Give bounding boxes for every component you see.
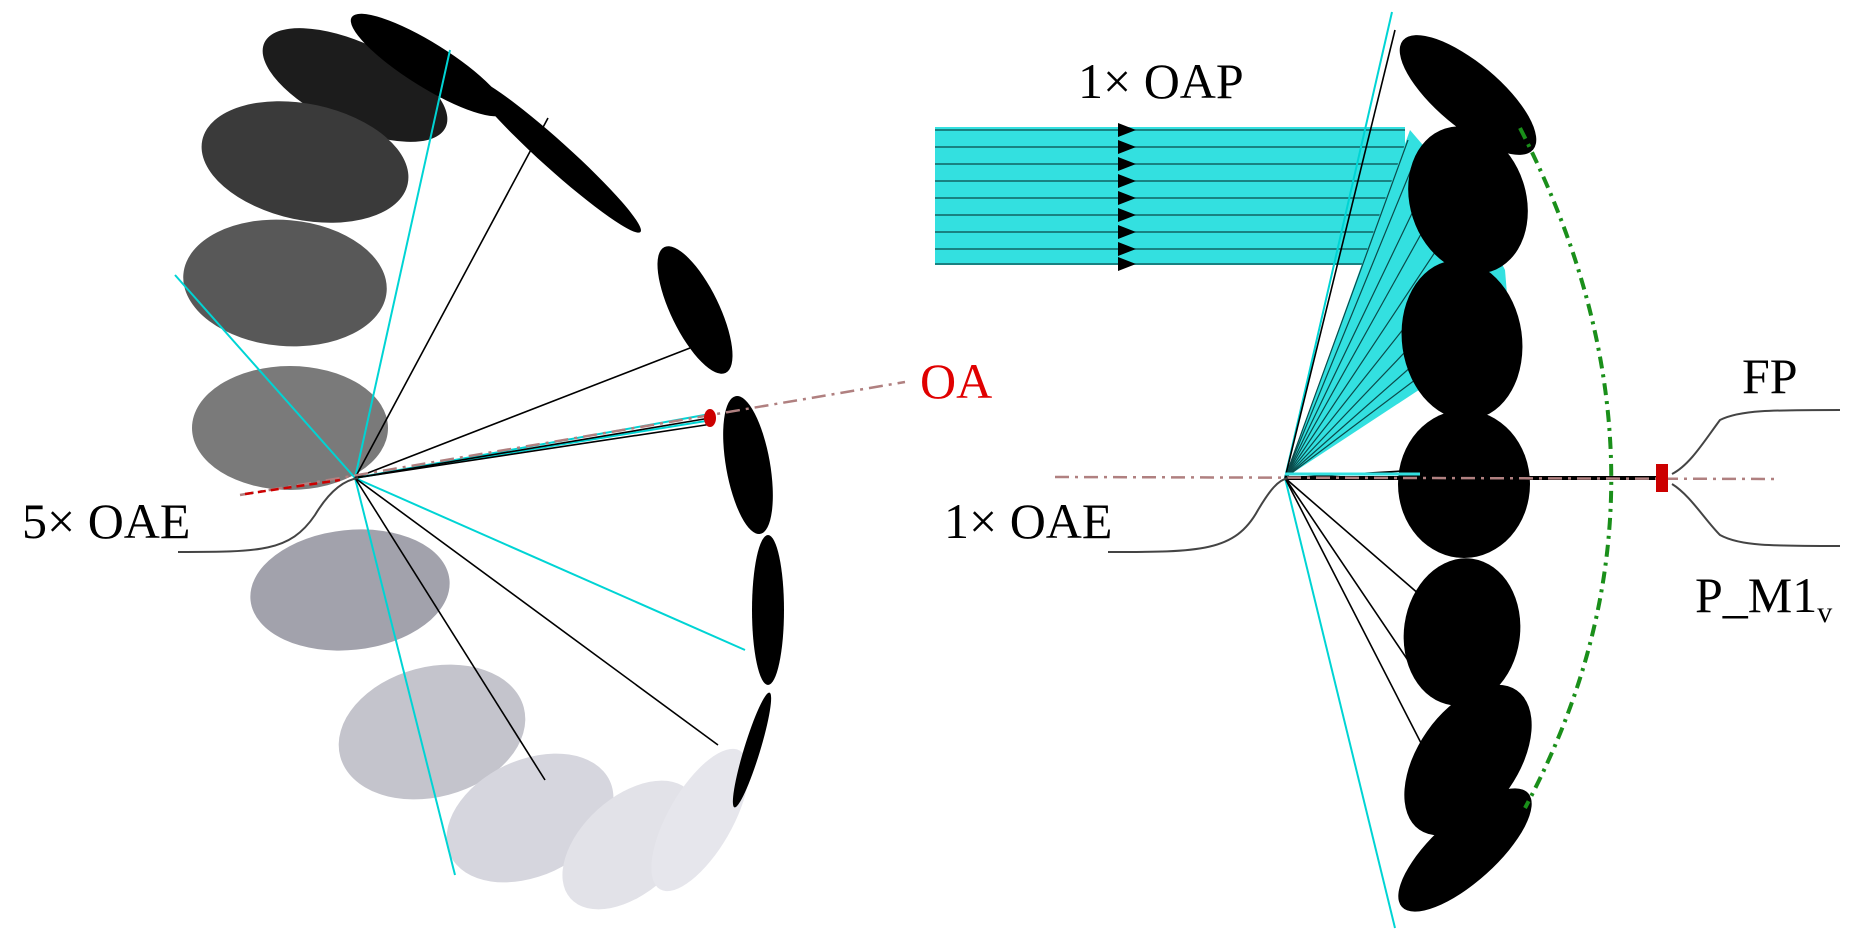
left-panel: 5× OAE OA xyxy=(22,13,992,910)
mirror-disc xyxy=(752,535,784,685)
left-fiber-curve xyxy=(177,477,359,553)
pm1-label-subscript: v xyxy=(1817,596,1832,629)
mirror-disc xyxy=(183,219,387,347)
right-focus-point xyxy=(1656,464,1668,492)
left-black-rays xyxy=(354,117,719,781)
mirror-disc xyxy=(469,77,641,233)
right-optical-axis xyxy=(1054,475,1776,481)
right-fiber-curve-in xyxy=(1107,477,1289,553)
mirror-disc xyxy=(1401,260,1523,420)
mirror-disc xyxy=(657,246,733,374)
mirror-disc xyxy=(1403,558,1521,706)
oa-label: OA xyxy=(920,353,992,409)
pm1-label: P_M1v xyxy=(1695,567,1832,629)
focal-arc xyxy=(1518,127,1614,809)
mirror-disc xyxy=(732,692,772,808)
right-mirror-stack xyxy=(1398,35,1537,912)
mirror-disc xyxy=(201,101,409,223)
oae-right-label: 1× OAE xyxy=(944,493,1112,549)
mirror-disc xyxy=(1399,35,1537,155)
pm1-label-main: P_M1 xyxy=(1695,567,1817,623)
right-cyan-rays xyxy=(1284,11,1396,929)
left-optical-axis xyxy=(239,380,906,497)
left-focus-point xyxy=(704,409,716,427)
mirror-disc xyxy=(1398,788,1532,912)
fp-label: FP xyxy=(1742,348,1798,404)
mirror-disc xyxy=(338,664,526,800)
mirror-disc xyxy=(651,748,749,892)
mirror-disc xyxy=(723,395,773,535)
left-mirror-stack xyxy=(183,13,784,910)
fp-curve-upper xyxy=(1671,409,1841,475)
mirror-disc xyxy=(350,13,506,117)
oae-left-label: 5× OAE xyxy=(22,493,190,549)
left-axis-red-segment xyxy=(244,478,341,496)
collimated-beam xyxy=(935,127,1405,265)
mirror-disc xyxy=(262,28,448,142)
mirror-disc xyxy=(250,529,450,651)
right-panel: 1× OAP 1× OAE FP P_M1v xyxy=(935,11,1841,929)
collimated-beam-lines xyxy=(935,129,1405,265)
mirror-disc xyxy=(1408,126,1528,274)
beam-arrows xyxy=(1118,123,1136,271)
mirror-disc xyxy=(1398,410,1530,558)
oap-label: 1× OAP xyxy=(1078,53,1244,109)
fp-curve-lower xyxy=(1671,483,1841,547)
